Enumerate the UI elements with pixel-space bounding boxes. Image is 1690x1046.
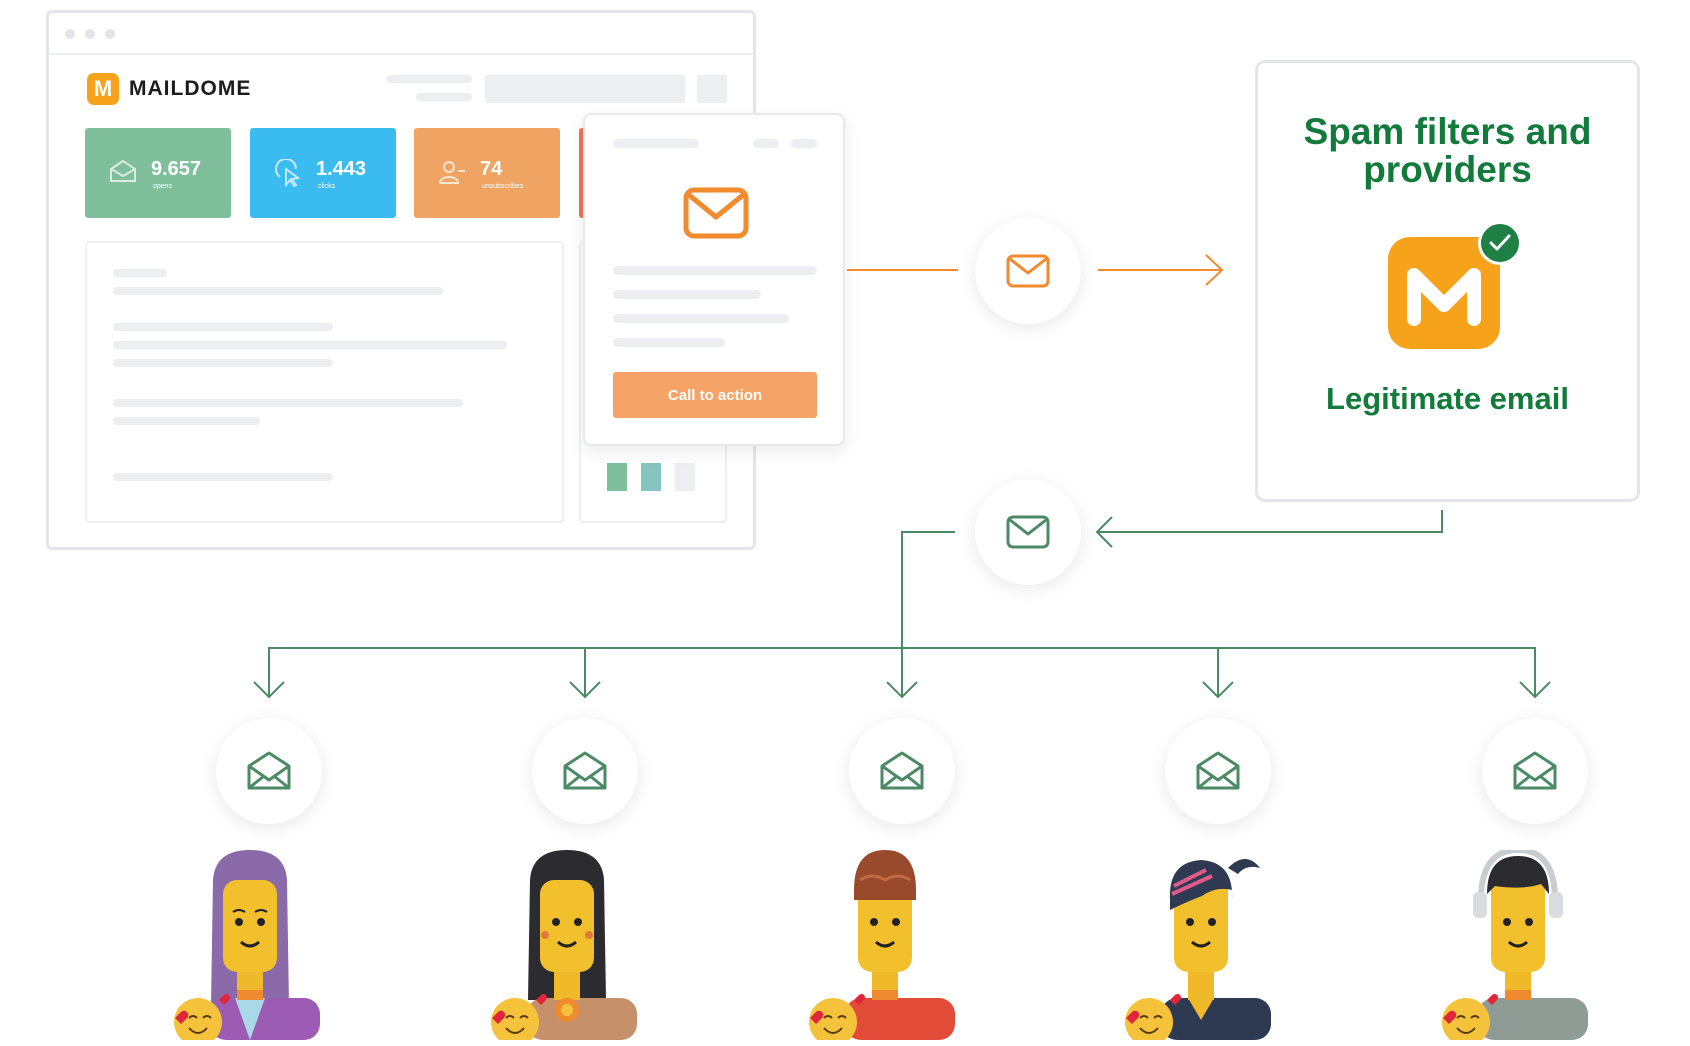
recipient-avatar-purple-hair <box>174 850 320 1040</box>
text-placeholder <box>113 269 167 277</box>
envelope-icon <box>1006 254 1050 288</box>
content-panel <box>85 241 564 523</box>
window-dot-icon <box>105 29 115 39</box>
open-envelope-node <box>216 718 322 824</box>
checkmark-icon <box>1478 221 1522 265</box>
logo-mark-icon: M <box>87 73 119 105</box>
text-placeholder <box>613 139 699 148</box>
text-placeholder <box>113 359 333 367</box>
click-cursor-icon <box>275 159 301 187</box>
maildome-logo: M MAILDOME <box>87 73 251 105</box>
text-placeholder <box>613 338 725 347</box>
legitimate-email-label: Legitimate email <box>1326 381 1569 416</box>
stat-label: opens <box>153 183 173 190</box>
recipient-avatar-headphones <box>1442 850 1588 1040</box>
open-envelope-node <box>1482 718 1588 824</box>
stat-value: 74 <box>480 158 503 180</box>
text-placeholder <box>613 290 761 299</box>
chart-bar <box>641 463 661 491</box>
recipient-avatar-dark-hair <box>491 850 637 1040</box>
open-envelope-node <box>849 718 955 824</box>
stat-value: 1.443 <box>316 158 367 180</box>
text-placeholder <box>113 341 507 349</box>
text-placeholder <box>113 287 443 295</box>
spam-filters-box: Spam filters and providers Legitimate em… <box>1255 60 1640 502</box>
spam-filters-title: Spam filters and providers <box>1303 111 1592 190</box>
text-placeholder <box>613 266 817 275</box>
open-envelope-node <box>1165 718 1271 824</box>
open-envelope-icon <box>880 751 924 790</box>
delivered-envelope-node <box>975 479 1081 585</box>
chart-bar <box>607 463 627 491</box>
logo-text: MAILDOME <box>129 77 252 100</box>
envelope-icon <box>1006 515 1050 549</box>
stat-label: unsubscribes <box>482 183 524 190</box>
text-placeholder <box>613 314 789 323</box>
chart-bar <box>675 463 695 491</box>
header-placeholder <box>386 75 472 83</box>
header-placeholder <box>416 93 472 101</box>
window-dot-icon <box>85 29 95 39</box>
stat-value: 9.657 <box>151 158 202 180</box>
user-minus-icon <box>438 161 465 184</box>
recipient-avatar-ponytail <box>1125 859 1271 1040</box>
search-placeholder <box>485 75 685 103</box>
text-placeholder <box>791 139 817 148</box>
maildome-m-icon <box>1388 237 1500 349</box>
open-envelope-icon <box>1513 751 1557 790</box>
window-dot-icon <box>65 29 75 39</box>
text-placeholder <box>113 417 260 425</box>
open-envelope-icon <box>247 751 291 790</box>
button-placeholder <box>697 75 727 103</box>
stat-card-unsubscribes: 74 unsubscribes <box>414 128 560 218</box>
sending-envelope-node <box>975 218 1081 324</box>
call-to-action-button[interactable]: Call to action <box>613 372 817 418</box>
text-placeholder <box>113 323 333 331</box>
stat-label: clicks <box>318 183 336 190</box>
browser-titlebar <box>49 13 753 55</box>
text-placeholder <box>113 399 463 407</box>
envelope-icon <box>683 187 749 239</box>
open-envelope-icon <box>1196 751 1240 790</box>
open-envelope-icon <box>563 751 607 790</box>
email-preview-card: Call to action <box>583 113 845 446</box>
open-envelope-icon <box>110 159 136 182</box>
open-envelope-node <box>532 718 638 824</box>
text-placeholder <box>753 139 779 148</box>
stat-card-clicks: 1.443 clicks <box>250 128 396 218</box>
text-placeholder <box>113 473 333 481</box>
stat-card-opens: 9.657 opens <box>85 128 231 218</box>
recipient-avatar-brown-hair <box>809 850 955 1040</box>
